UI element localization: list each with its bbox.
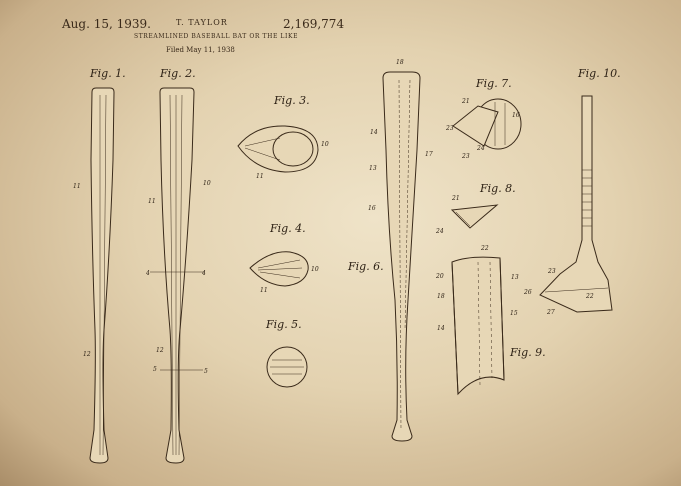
- fig8-label: Fig. 8.: [479, 182, 516, 195]
- ref-11-fig3: 11: [256, 173, 264, 180]
- ref-22-fig9: 22: [480, 245, 489, 252]
- ref-12-fig1: 12: [83, 351, 91, 358]
- ref-18-fig9: 18: [437, 293, 445, 300]
- fig1-bat-drawing: [89, 87, 115, 464]
- fig6-label: Fig. 6.: [347, 260, 384, 273]
- fig9-drawing: [451, 256, 505, 396]
- fig2-bat-drawing: [150, 87, 205, 464]
- inventor-name: T. TAYLOR: [176, 18, 228, 27]
- fig6-bat-drawing: [382, 71, 421, 442]
- ref-15-fig9: 15: [510, 310, 518, 317]
- ref-11-fig1: 11: [73, 183, 81, 190]
- ref-16-fig7: 16: [512, 112, 520, 119]
- ref-24-fig7: 24: [476, 145, 485, 152]
- fig7-label: Fig. 7.: [475, 77, 512, 90]
- ref-14-fig6: 14: [370, 129, 378, 136]
- fig4-label: Fig. 4.: [269, 222, 306, 235]
- ref-10-fig3: 10: [321, 141, 329, 148]
- fig8-drawing: [450, 204, 499, 229]
- ref-21-fig8: 21: [451, 195, 460, 202]
- ref-12-fig2: 12: [156, 347, 164, 354]
- ref-4-left: 4: [145, 270, 150, 277]
- fig10-label: Fig. 10.: [577, 67, 621, 80]
- ref-10-fig4: 10: [311, 266, 319, 273]
- ref-14-fig9: 14: [437, 325, 445, 332]
- fig3-label: Fig. 3.: [273, 94, 310, 107]
- ref-23-fig7-b: 23: [461, 153, 470, 160]
- ref-26-fig10: 26: [523, 289, 532, 296]
- ref-5-left: 5: [153, 366, 157, 373]
- ref-23-fig10: 23: [547, 268, 556, 275]
- fig10-drawing: [539, 95, 613, 313]
- fig1-label: Fig. 1.: [89, 67, 126, 80]
- ref-21-fig7: 21: [461, 98, 470, 105]
- ref-10-fig2: 10: [203, 180, 211, 187]
- fig9-label: Fig. 9.: [509, 346, 546, 359]
- ref-24-fig8: 24: [435, 228, 444, 235]
- fig2-label: Fig. 2.: [159, 67, 196, 80]
- patent-date: Aug. 15, 1939.: [62, 17, 151, 31]
- ref-20-fig9: 20: [435, 273, 444, 280]
- filed-date: Filed May 11, 1938: [166, 46, 235, 54]
- fig5-label: Fig. 5.: [265, 318, 302, 331]
- ref-11-fig4: 11: [260, 287, 268, 294]
- patent-number: 2,169,774: [283, 17, 345, 31]
- ref-4-right: 4: [201, 270, 206, 277]
- ref-23-fig7-a: 23: [445, 125, 454, 132]
- ref-17-fig6: 17: [425, 151, 433, 158]
- ref-22-fig10: 22: [585, 293, 594, 300]
- ref-5-right: 5: [204, 368, 208, 375]
- ref-18-fig6: 18: [396, 59, 404, 66]
- fig4-cross-section: [249, 251, 309, 287]
- patent-title: STREAMLINED BASEBALL BAT OR THE LIKE: [134, 33, 299, 40]
- ref-27-fig10: 27: [546, 309, 555, 316]
- ref-13-fig6: 13: [369, 165, 377, 172]
- ref-13-fig9: 13: [511, 274, 519, 281]
- fig5-cross-section: [266, 346, 308, 388]
- ref-11-fig2: 11: [148, 198, 156, 205]
- fig7-drawing: [452, 98, 522, 150]
- fig3-drawing: [237, 125, 319, 173]
- ref-16-fig6: 16: [368, 205, 376, 212]
